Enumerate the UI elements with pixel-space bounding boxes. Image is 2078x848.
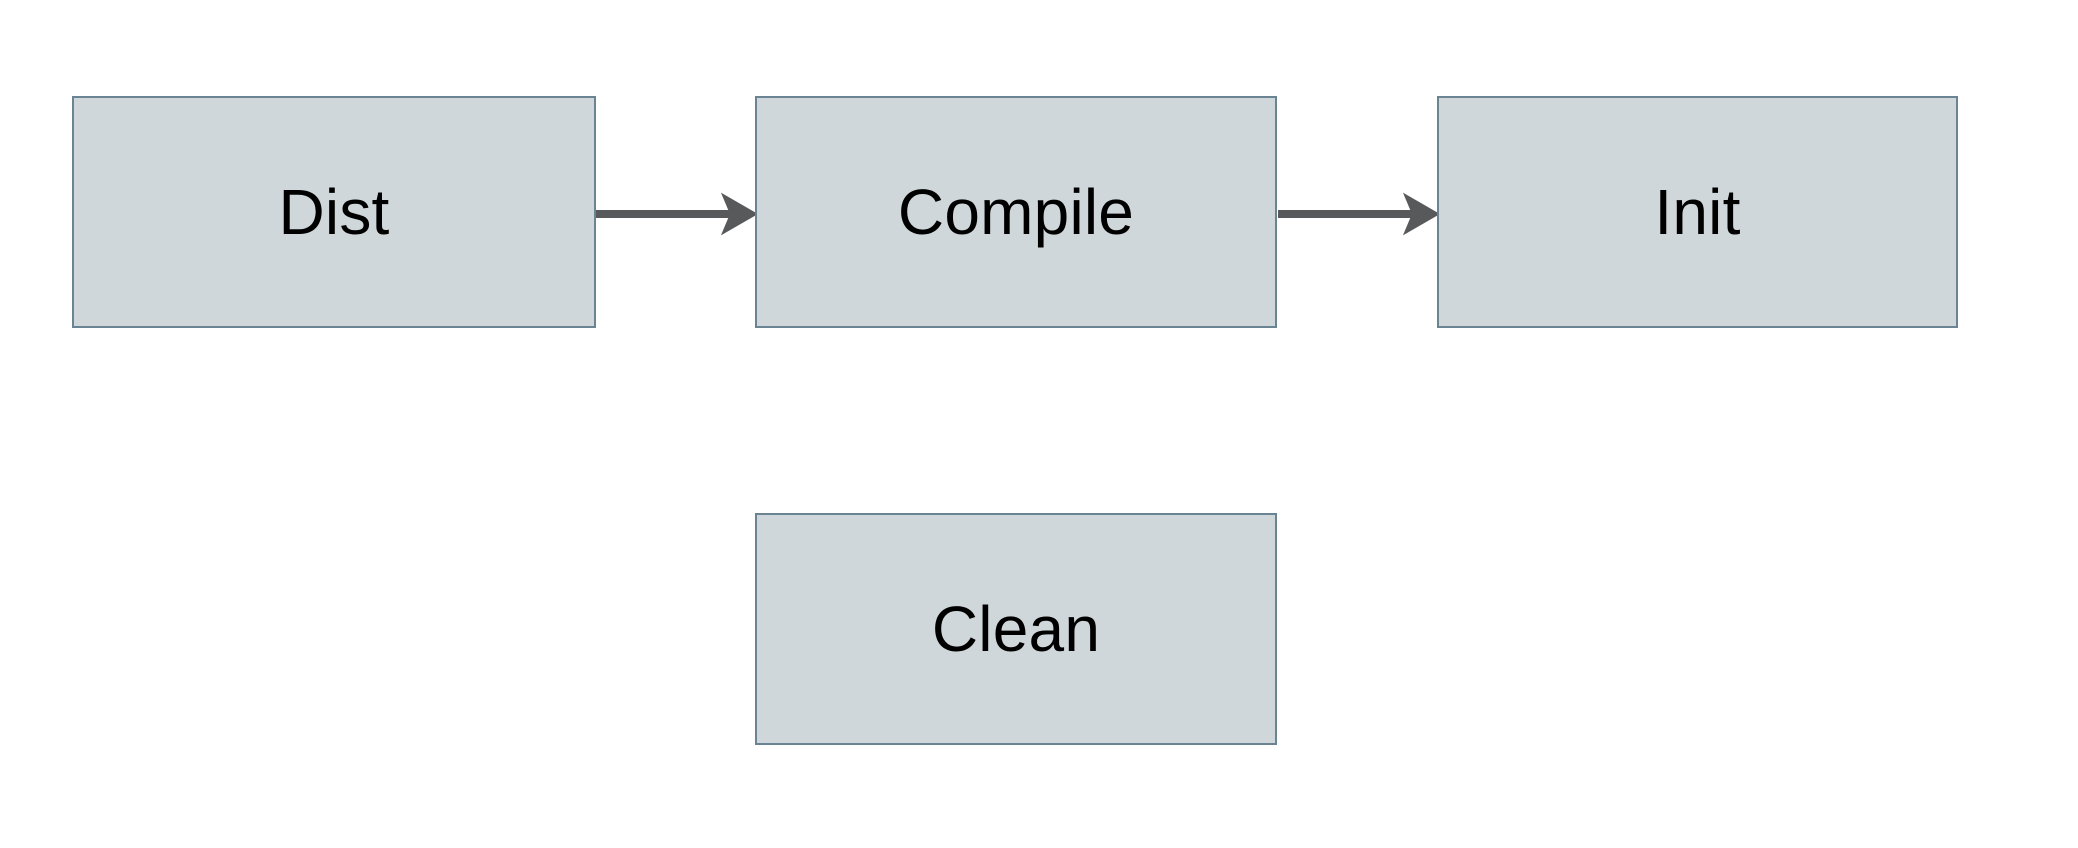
node-dist-label: Dist — [278, 176, 390, 248]
node-init[interactable]: Init — [1437, 96, 1958, 328]
node-clean-label: Clean — [931, 593, 1101, 665]
edge-dist-to-compile[interactable] — [590, 183, 762, 245]
node-compile[interactable]: Compile — [755, 96, 1277, 328]
node-compile-label: Compile — [897, 176, 1135, 248]
arrowhead-icon — [720, 192, 759, 236]
node-init-label: Init — [1654, 176, 1741, 248]
node-dist[interactable]: Dist — [72, 96, 596, 328]
edge-compile-to-init[interactable] — [1272, 183, 1444, 245]
node-clean[interactable]: Clean — [755, 513, 1277, 745]
arrowhead-icon — [1402, 192, 1441, 236]
